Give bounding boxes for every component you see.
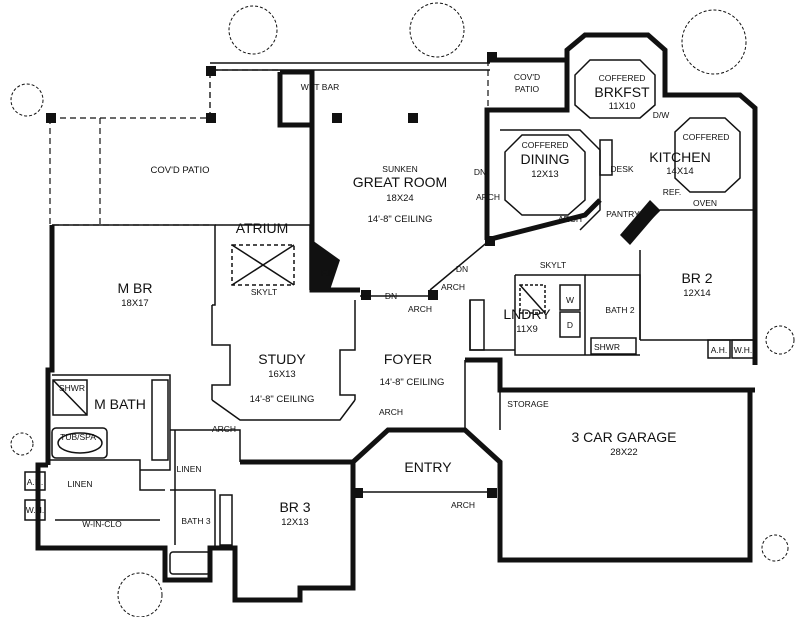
brkfst-name: BRKFST (594, 84, 650, 100)
brkfst-pre: COFFERED (599, 73, 646, 83)
skylt-laundry-label: SKYLT (540, 260, 566, 270)
master-br-name: M BR (118, 280, 153, 296)
foyer-ceiling: 14'-8" CEILING (380, 377, 445, 388)
room-labels: SUNKEN GREAT ROOM 18X24 14'-8" CEILING W… (26, 72, 752, 529)
arch-marker: ARCH (441, 282, 465, 292)
ref-label: REF. (663, 187, 681, 197)
linen-left-label: LINEN (67, 479, 92, 489)
wh-left-label: W.H. (26, 505, 44, 515)
great-room-ceiling: 14'-8" CEILING (368, 214, 433, 225)
shwr-mbath-label: SHWR (59, 383, 85, 393)
master-br-size: 18X17 (121, 298, 148, 309)
patio-outlines (49, 60, 490, 226)
kitchen-pre: COFFERED (683, 132, 730, 142)
linen-bath3-label: LINEN (176, 464, 201, 474)
tree-icon (228, 5, 278, 55)
covd-patio-top-line2: PATIO (515, 84, 540, 94)
oven-label: OVEN (693, 198, 717, 208)
bath3-label: BATH 3 (181, 516, 210, 526)
interior-walls (48, 110, 755, 548)
exterior-walls (35, 32, 758, 603)
dn-marker: DN (456, 264, 468, 274)
ah-right-label: A.H. (711, 345, 728, 355)
arch-marker: ARCH (408, 304, 432, 314)
fp-label: F.P. (321, 268, 335, 278)
study-name: STUDY (258, 351, 306, 367)
arch-and-step-markers: DN ARCH ARCH DN ARCH DN ARCH ARCH ARCH A… (212, 167, 582, 510)
great-room-size: 18X24 (386, 193, 413, 204)
kitchen-size: 14X14 (666, 166, 693, 177)
great-room-name: GREAT ROOM (353, 174, 447, 190)
dryer-label: D (567, 320, 573, 330)
wet-bar-label: WET BAR (301, 82, 340, 92)
kitchen-name: KITCHEN (649, 149, 710, 165)
arch-marker: ARCH (558, 214, 582, 224)
shrub-icon (10, 432, 34, 456)
pantry-label: PANTRY (606, 209, 640, 219)
washer-label: W (566, 295, 574, 305)
dn-marker: DN (474, 167, 486, 177)
dining-size: 12X13 (531, 169, 558, 180)
fixtures (24, 139, 755, 575)
laundry-size: 11X9 (516, 324, 537, 335)
tree-icon (409, 2, 465, 58)
dining-name: DINING (521, 151, 570, 167)
br3-name: BR 3 (279, 499, 310, 515)
tub-spa-label: TUB/SPA (60, 432, 96, 442)
wh-right-label: W.H. (734, 345, 752, 355)
arch-marker: ARCH (451, 500, 475, 510)
shrub-icon (765, 325, 795, 355)
study-ceiling: 14'-8" CEILING (250, 394, 315, 405)
entry-label: ENTRY (404, 459, 452, 475)
atrium-label: ATRIUM (236, 220, 289, 236)
covd-patio-top-line1: COV'D (514, 72, 540, 82)
foyer-name: FOYER (384, 351, 432, 367)
arch-marker: ARCH (212, 424, 236, 434)
br2-name: BR 2 (681, 270, 712, 286)
laundry-name: LNDRY (503, 306, 551, 322)
coffered-ceilings (504, 59, 741, 216)
shrub-icon (761, 534, 789, 562)
ah-left-label: A.H. (27, 477, 44, 487)
skylt-atrium-label: SKYLT (251, 287, 277, 297)
shwr-br2-label: SHWR (594, 342, 620, 352)
covd-patio-left-label: COV'D PATIO (151, 165, 210, 176)
br2-size: 12X14 (683, 288, 710, 299)
tree-icon (117, 572, 163, 617)
storage-label: STORAGE (507, 399, 549, 409)
arch-marker: ARCH (476, 192, 500, 202)
great-room-pre: SUNKEN (382, 164, 417, 174)
garage-name: 3 CAR GARAGE (571, 429, 676, 445)
desk-label: DESK (610, 164, 633, 174)
dining-pre: COFFERED (522, 140, 569, 150)
dw-label: D/W (653, 110, 670, 120)
m-bath-label: M BATH (94, 396, 146, 412)
arch-marker: ARCH (379, 407, 403, 417)
bath2-label: BATH 2 (605, 305, 634, 315)
w-in-clo-label: W-IN-CLO (82, 519, 122, 529)
study-size: 16X13 (268, 369, 295, 380)
shrub-icon (10, 83, 44, 117)
garage-size: 28X22 (610, 447, 637, 458)
br3-size: 12X13 (281, 517, 308, 528)
brkfst-size: 11X10 (609, 101, 636, 112)
tree-icon (681, 9, 747, 75)
landscaping (10, 2, 795, 617)
